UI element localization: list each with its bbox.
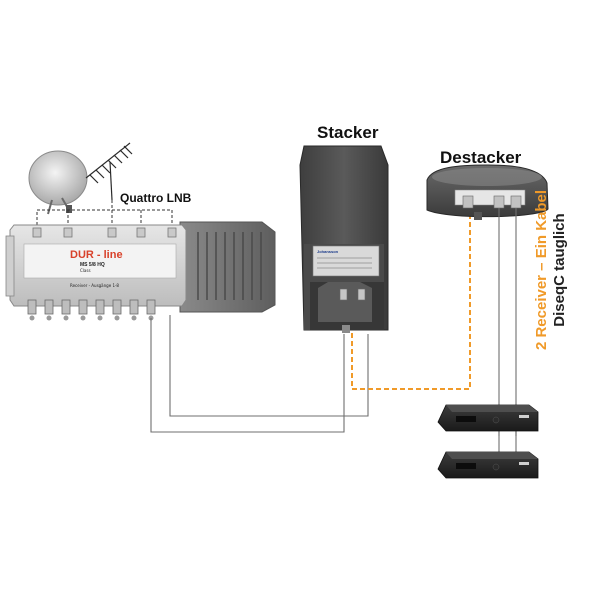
multiswitch-model: MS 5/8 HQ — [80, 262, 105, 268]
stacker-brand: Johansson — [317, 249, 339, 254]
multiswitch: DUR - line MS 5/8 HQ Class Receiver - Au… — [5, 221, 276, 321]
single-cable-orange — [351, 214, 471, 390]
terrestrial-antenna — [85, 142, 133, 201]
side-caption: 2 Receiver – Ein Kabel DiseqC tauglich — [533, 155, 593, 385]
stacker-device: Johansson — [299, 145, 389, 333]
destacker-label: Destacker — [440, 148, 522, 167]
receiver-1 — [437, 404, 539, 432]
quattro-lnb-label: Quattro LNB — [120, 191, 192, 205]
satellite-dish — [28, 150, 88, 215]
destacker-device — [426, 164, 549, 220]
multiswitch-to-stacker-cables — [150, 315, 369, 433]
multiswitch-brand: DUR - line — [70, 249, 123, 261]
stacker-label: Stacker — [317, 123, 379, 142]
side-caption-line1: 2 Receiver – Ein Kabel — [533, 189, 550, 351]
multiswitch-class: Class — [80, 268, 91, 273]
receiver-2 — [437, 451, 539, 479]
side-caption-line2: DiseqC tauglich — [551, 213, 568, 327]
multiswitch-outputs-label: Receiver - Ausgänge 1-8 — [70, 283, 119, 288]
